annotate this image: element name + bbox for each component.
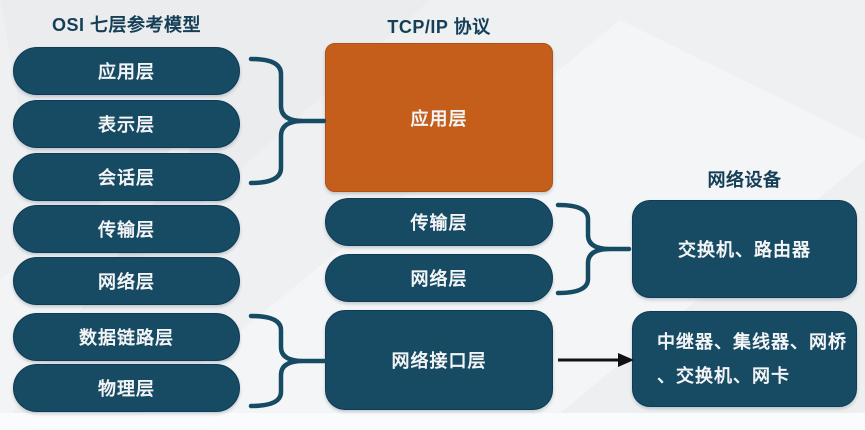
osi-layer-session: 会话层: [13, 153, 240, 201]
tcpip-layer-network-interface: 网络接口层: [325, 310, 553, 410]
tcpip-column-header: TCP/IP 协议: [387, 17, 491, 37]
brace-osi-to-network-interface: [248, 313, 327, 409]
brace-osi-to-tcpip-application: [248, 56, 327, 186]
osi-layer-transport: 传输层: [13, 205, 240, 253]
tcpip-layer-transport: 传输层: [325, 198, 553, 246]
osi-layer-presentation: 表示层: [13, 100, 240, 148]
brace-tcpip-to-switch-router: [555, 202, 632, 296]
osi-layer-physical: 物理层: [13, 364, 240, 412]
devices-box-switch-router: 交换机、路由器: [632, 200, 857, 298]
osi-column-header: OSI 七层参考模型: [51, 15, 201, 35]
tcpip-layer-network: 网络层: [325, 254, 553, 302]
devices-box-line1: 中继器、集线器、网桥: [657, 332, 847, 352]
devices-box-repeater-hub-bridge: 中继器、集线器、网桥 、交换机、网卡: [632, 311, 857, 407]
osi-layer-datalink: 数据链路层: [13, 313, 240, 361]
osi-layer-application: 应用层: [13, 47, 240, 95]
osi-layer-network: 网络层: [13, 257, 240, 305]
arrow-network-interface-to-devices: [558, 353, 634, 367]
tcpip-layer-application: 应用层: [325, 43, 553, 192]
devices-column-header: 网络设备: [707, 170, 782, 190]
devices-box-line2: 、交换机、网卡: [657, 366, 790, 386]
